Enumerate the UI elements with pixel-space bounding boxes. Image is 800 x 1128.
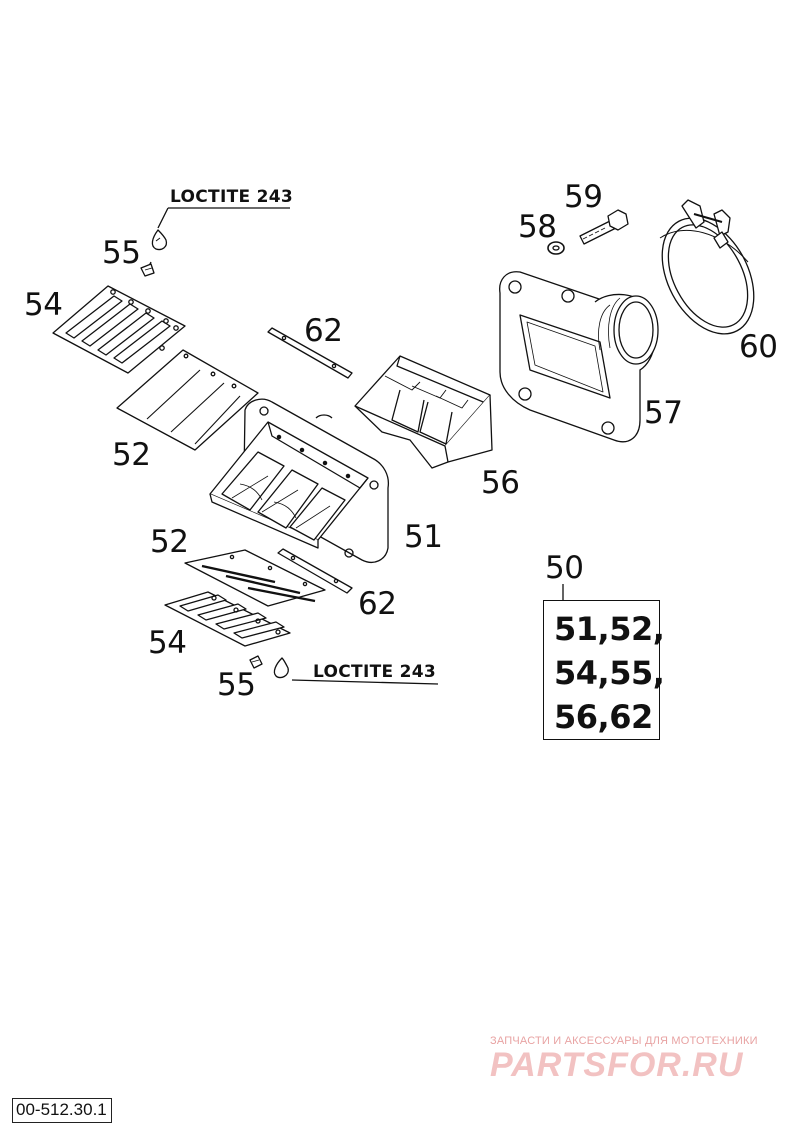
callout-54-bottom: 54 — [148, 625, 187, 661]
callout-50: 50 — [545, 550, 584, 586]
watermark-logo: PARTSFOR.RU — [490, 1046, 744, 1084]
callout-55-bottom: 55 — [217, 667, 256, 703]
part-56-drawing — [354, 355, 493, 469]
loctite-note-bottom: LOCTITE 243 — [313, 662, 436, 682]
callout-59: 59 — [564, 179, 603, 215]
part-59-drawing — [579, 209, 629, 245]
callout-62-bottom: 62 — [358, 586, 397, 622]
part-55-bottom-drawing — [249, 655, 439, 685]
part-60-drawing — [659, 199, 755, 335]
callout-57: 57 — [644, 395, 683, 431]
part-55-top-drawing — [140, 207, 290, 277]
kit-contents-box: 51,52, 54,55, 56,62 — [543, 600, 665, 740]
watermark-tagline: ЗАПЧАСТИ И АКСЕССУАРЫ ДЛЯ МОТОТЕХНИКИ — [490, 1035, 758, 1047]
callout-52-bottom: 52 — [150, 524, 189, 560]
callout-62-top: 62 — [304, 313, 343, 349]
callout-51: 51 — [404, 519, 443, 555]
part-54-top-drawing — [52, 285, 186, 374]
callout-58: 58 — [518, 209, 557, 245]
kit-contents-line: 51,52, — [554, 610, 665, 648]
part-54-bottom-drawing — [164, 591, 291, 647]
callout-60: 60 — [739, 329, 778, 365]
part-52-top-drawing — [116, 349, 259, 451]
diagram-code: 00-512.30.1 — [12, 1098, 112, 1123]
loctite-note-top: LOCTITE 243 — [170, 187, 293, 207]
callout-54-top: 54 — [24, 287, 63, 323]
callout-56: 56 — [481, 465, 520, 501]
part-62-bottom-drawing — [277, 548, 353, 594]
part-62-top-drawing — [267, 327, 353, 379]
kit-contents-line: 54,55, — [554, 654, 665, 692]
kit-contents-line: 56,62 — [554, 698, 653, 736]
callout-52-top: 52 — [112, 437, 151, 473]
part-51-drawing — [209, 398, 390, 563]
part-57-drawing — [499, 271, 659, 443]
part-52-bottom-drawing — [184, 549, 326, 607]
callout-55-top: 55 — [102, 235, 141, 271]
part-58-drawing — [547, 241, 565, 255]
